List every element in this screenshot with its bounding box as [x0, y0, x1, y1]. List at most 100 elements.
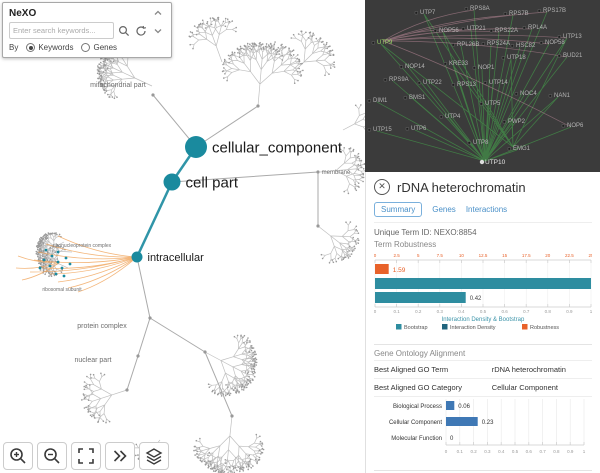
hub-node-dot[interactable]	[479, 159, 485, 165]
expand-all-button[interactable]	[105, 442, 135, 470]
term-node-intracellular[interactable]	[131, 251, 143, 263]
gene-label-utp18[interactable]: UTP18	[507, 55, 526, 61]
go-row-value: rDNA heterochromatin	[491, 365, 566, 374]
bottom-axis-tick-label: 1	[590, 309, 592, 314]
gene-label-nop56[interactable]: NOP56	[439, 28, 459, 34]
tree-skeleton-edges	[126, 94, 319, 417]
close-detail-button[interactable]: ✕	[374, 179, 390, 195]
go-axis-tick-label: 1	[583, 449, 586, 454]
layers-button[interactable]	[139, 442, 169, 470]
gene-network-canvas[interactable]: UTP7 RPS8A RPS7B RPS17B UTP9 NOP56 UTP21 RPS22A…	[365, 0, 600, 172]
gene-label-utp9[interactable]: UTP9	[377, 40, 393, 46]
tree-junction-node[interactable]	[203, 350, 207, 354]
zoom-in-button[interactable]	[3, 442, 33, 470]
gene-label-rps9a[interactable]: RPS9A	[389, 77, 409, 83]
go-axis-tick-label: 0.6	[526, 449, 533, 454]
gene-label-pwp2[interactable]: PWP2	[508, 119, 526, 125]
bottom-axis-tick-label: 0.3	[437, 309, 444, 314]
go-row-label: Best Aligned GO Category	[374, 383, 462, 392]
go-row-label: Best Aligned GO Term	[374, 365, 449, 374]
bottom-axis-tick-label: 0.9	[566, 309, 573, 314]
tree-junction-node[interactable]	[125, 388, 129, 392]
top-axis-tick-label: 12.5	[479, 253, 488, 258]
tab-summary[interactable]: Summary	[374, 202, 423, 217]
gene-label-rps22a[interactable]: RPS22A	[495, 28, 518, 34]
term-node-label[interactable]: cellular_component	[212, 139, 343, 156]
go-chart-bar	[446, 417, 478, 426]
gene-label-hsc82[interactable]: HSC82	[516, 43, 536, 49]
radio-keywords-dot	[26, 43, 36, 52]
search-options-button[interactable]	[151, 24, 165, 38]
bottom-axis-tick-label: 0.2	[415, 309, 422, 314]
highlighted-cluster-nodes[interactable]	[38, 248, 72, 278]
top-axis-tick-label: 0	[374, 253, 377, 258]
gene-label-nop6[interactable]: NOP6	[567, 123, 584, 129]
tree-junction-node[interactable]	[316, 224, 320, 228]
gene-label-utp8[interactable]: UTP8	[473, 140, 489, 146]
gene-label-rps7b[interactable]: RPS7B	[509, 11, 529, 17]
go-alignment-table: Best Aligned GO Term rDNA heterochromatin…	[374, 360, 592, 397]
radio-genes[interactable]: Genes	[81, 43, 117, 52]
gene-label-kre33[interactable]: KRE33	[449, 61, 469, 67]
term-label[interactable]: nuclear part	[75, 357, 112, 364]
gene-label-utp14[interactable]: UTP14	[489, 80, 508, 86]
gene-label-bud21[interactable]: BUD21	[563, 53, 583, 59]
term-label[interactable]: protein complex	[77, 323, 127, 330]
gene-label-utp15[interactable]: UTP15	[373, 127, 392, 133]
gene-label-dim1[interactable]: DIM1	[373, 98, 388, 104]
gene-label-nan1[interactable]: NAN1	[554, 93, 571, 99]
gene-label-utp5[interactable]: UTP5	[485, 101, 501, 107]
gene-label-nop58[interactable]: NOP58	[545, 40, 565, 46]
gene-label-rpl26b[interactable]: RPL26B	[457, 42, 479, 48]
top-axis-tick-label: 17.5	[522, 253, 531, 258]
term-node-label[interactable]: cell part	[186, 174, 239, 191]
zoom-out-button[interactable]	[37, 442, 67, 470]
gene-label-utp21[interactable]: UTP21	[467, 26, 486, 32]
tree-junction-node[interactable]	[148, 316, 152, 320]
gene-label-utp13[interactable]: UTP13	[563, 34, 582, 40]
gene-label-rps8a[interactable]: RPS8A	[470, 6, 490, 12]
gene-label-rps13[interactable]: RPS13	[457, 82, 477, 88]
tree-junction-node[interactable]	[151, 93, 155, 97]
search-button[interactable]	[117, 24, 131, 38]
fit-to-screen-button[interactable]	[71, 442, 101, 470]
go-chart-category-label: Molecular Function	[391, 436, 442, 442]
gene-label-rps17b[interactable]: RPS17B	[543, 8, 566, 14]
gene-label-rpl4a[interactable]: RPL4A	[528, 25, 547, 31]
gene-label-utp22[interactable]: UTP22	[423, 80, 442, 86]
bottom-axis-tick-label: 0.4	[458, 309, 465, 314]
fit-screen-icon	[78, 448, 94, 464]
collapse-panel-button[interactable]	[151, 6, 165, 20]
selected-path-edge	[135, 146, 198, 258]
term-node-cellular-component[interactable]	[185, 136, 207, 158]
term-node-cell-part[interactable]	[163, 173, 181, 191]
term-label[interactable]: mitochondrial part	[90, 82, 146, 89]
go-axis-tick-label: 0	[445, 449, 448, 454]
gene-label-nop1[interactable]: NOP1	[478, 65, 495, 71]
gene-label-noc4[interactable]: NOC4	[520, 91, 537, 97]
go-axis-tick-label: 0.7	[539, 449, 546, 454]
gene-label-utp10[interactable]: UTP10	[485, 159, 506, 166]
gene-label-bms1[interactable]: BMS1	[409, 95, 426, 101]
term-label[interactable]: ribosomal subunit	[42, 287, 82, 293]
search-input[interactable]	[9, 22, 114, 39]
top-axis-tick-label: 25	[588, 253, 592, 258]
gene-label-emg1[interactable]: EMG1	[513, 146, 531, 152]
gene-label-utp7[interactable]: UTP7	[420, 10, 436, 16]
tab-interactions[interactable]: Interactions	[465, 205, 508, 214]
term-node-label[interactable]: intracellular	[148, 252, 205, 264]
radio-keywords[interactable]: Keywords	[26, 43, 73, 52]
gene-label-nop14[interactable]: NOP14	[405, 64, 425, 70]
gene-label-rps24a[interactable]: RPS24A	[487, 41, 510, 47]
tree-junction-node[interactable]	[256, 104, 260, 108]
tree-junction-node[interactable]	[230, 414, 234, 418]
gene-label-utp6[interactable]: UTP6	[411, 126, 427, 132]
term-label[interactable]: ribonucleoprotein complex	[53, 243, 112, 249]
term-label[interactable]: membrane	[322, 170, 351, 176]
tab-genes[interactable]: Genes	[432, 205, 456, 214]
tree-junction-node[interactable]	[316, 170, 320, 174]
gene-label-utp4[interactable]: UTP4	[445, 114, 461, 120]
tree-junction-node[interactable]	[136, 354, 140, 358]
reset-search-button[interactable]	[134, 24, 148, 38]
